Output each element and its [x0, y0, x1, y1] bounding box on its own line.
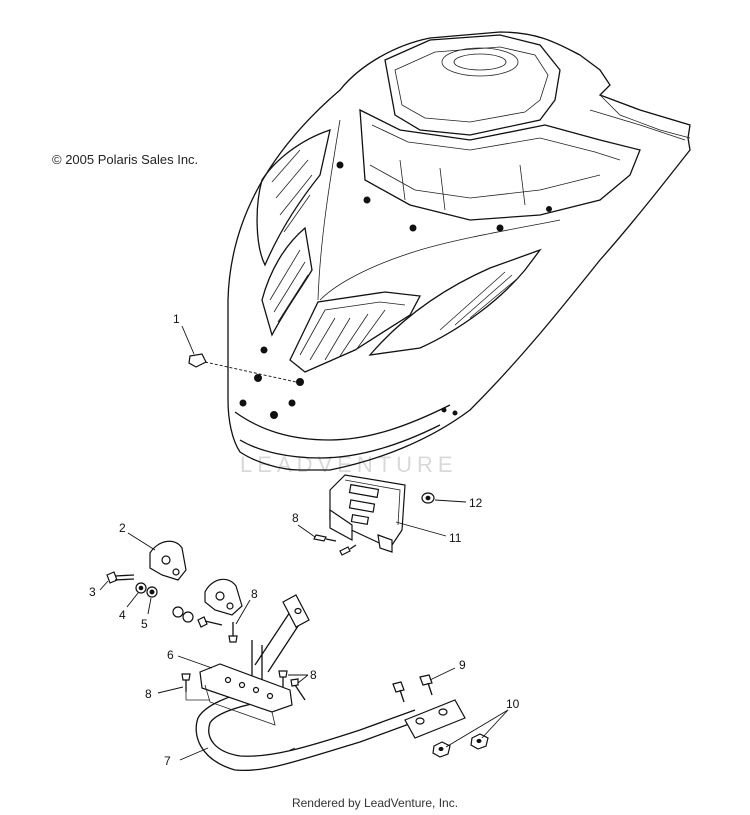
- part-2-plate-right: [172, 578, 243, 628]
- callout-8-mid: 8: [251, 587, 258, 601]
- part-8-screws-lower-right: [278, 670, 309, 701]
- part-10-nuts: [432, 709, 509, 758]
- callout-7: 7: [164, 754, 171, 768]
- callout-12: 12: [469, 496, 483, 510]
- part-5-nut: [146, 586, 158, 615]
- callout-1: 1: [173, 312, 180, 326]
- callout-10: 10: [506, 697, 520, 711]
- part-2-plate: [127, 532, 187, 581]
- part-4-washer: [126, 582, 147, 608]
- callout-6: 6: [167, 648, 174, 662]
- copyright-notice: © 2005 Polaris Sales Inc.: [52, 152, 199, 167]
- part-6-mount-plate: [177, 655, 293, 726]
- part-11-bracket: [329, 474, 447, 553]
- part-8-screw-vertical: [228, 599, 251, 643]
- callout-11: 11: [449, 531, 462, 545]
- footer-credit: Rendered by LeadVenture, Inc.: [291, 796, 459, 810]
- callout-2: 2: [119, 521, 126, 535]
- part-7-bumper: [179, 594, 466, 772]
- callout-3: 3: [89, 585, 96, 599]
- part-1-nut: [181, 325, 297, 383]
- callout-5: 5: [141, 617, 148, 631]
- callout-9: 9: [459, 658, 466, 672]
- part-8-screws-upper: [297, 524, 357, 556]
- callout-labels: 1 2 3 4 5 6 7 8 8 8 8 9 10 11 12: [89, 312, 520, 768]
- part-12-nut: [421, 492, 467, 504]
- hood: [227, 31, 691, 471]
- callout-8-left: 8: [145, 687, 152, 701]
- part-8-screw-lower-left: [157, 673, 210, 701]
- part-9-bolts: [392, 667, 456, 703]
- callout-4: 4: [119, 608, 126, 622]
- part-3-bolt: [99, 571, 135, 591]
- callout-8-right: 8: [310, 668, 317, 682]
- callout-8-upper: 8: [292, 511, 299, 525]
